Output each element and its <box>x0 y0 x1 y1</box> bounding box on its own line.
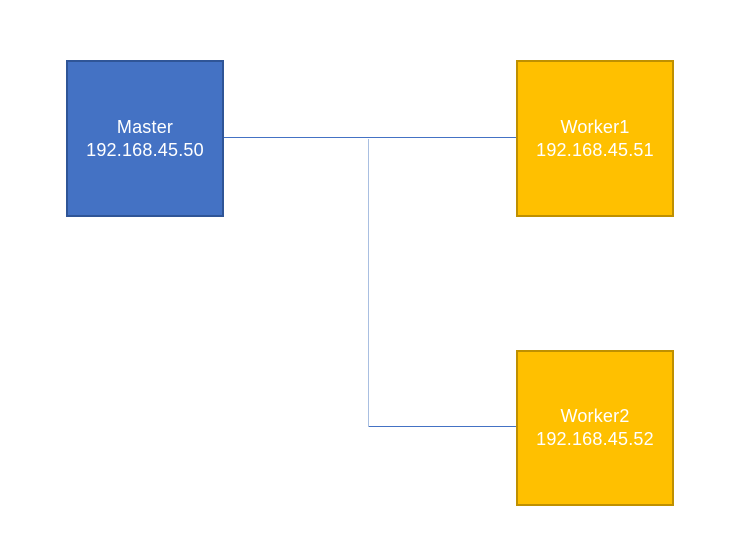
node-worker1: Worker1 192.168.45.51 <box>516 60 674 217</box>
node-master-ip: 192.168.45.50 <box>86 139 204 160</box>
connector-master-worker2-vertical-segment <box>368 139 369 427</box>
node-worker2: Worker2 192.168.45.52 <box>516 350 674 506</box>
node-worker1-label: Worker1 <box>560 116 630 137</box>
connector-master-worker2-horizontal-segment <box>369 426 516 427</box>
node-master-label: Master <box>116 116 174 137</box>
connector-master-worker1 <box>224 137 516 138</box>
node-worker2-label: Worker2 <box>560 406 630 426</box>
node-master: Master 192.168.45.50 <box>66 60 224 217</box>
node-worker1-ip: 192.168.45.51 <box>536 139 654 160</box>
node-worker2-ip: 192.168.45.52 <box>536 429 654 449</box>
